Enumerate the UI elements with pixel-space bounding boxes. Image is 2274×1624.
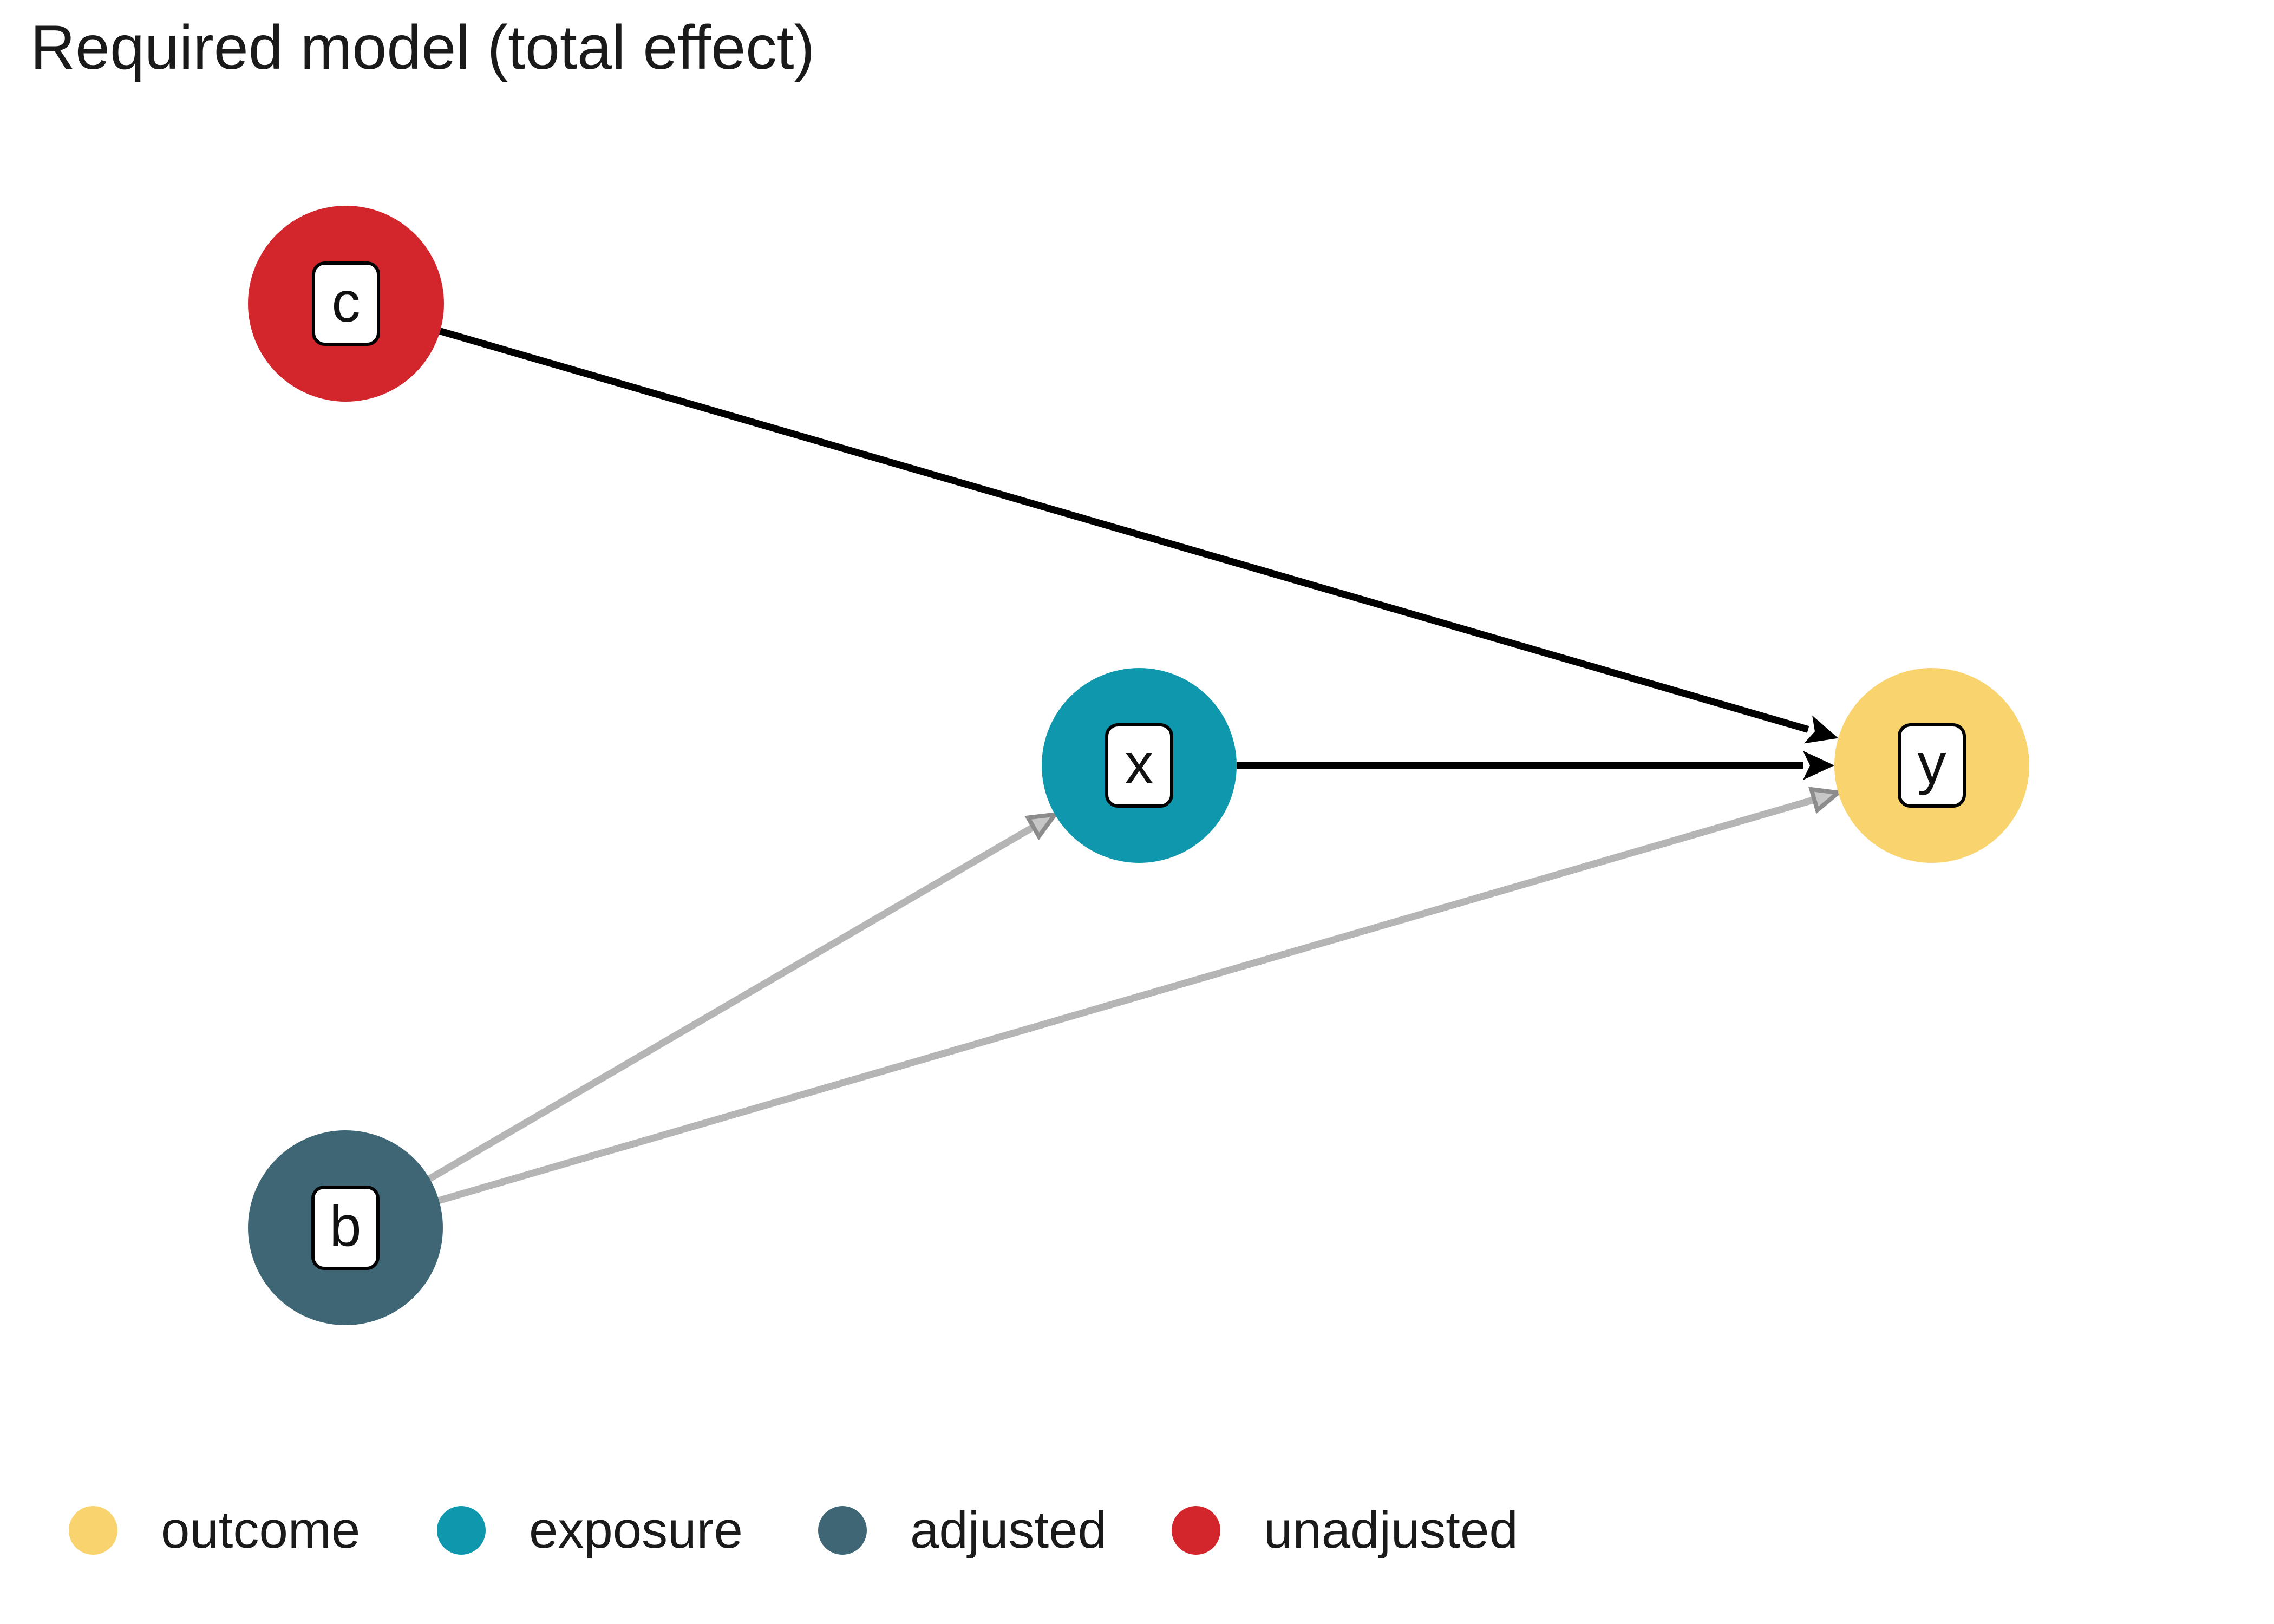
edge-b-to-x — [428, 828, 1033, 1182]
edge-c-to-y — [439, 328, 1839, 744]
node-label-x: x — [1105, 723, 1173, 808]
node-y: y — [1834, 668, 2029, 863]
node-label-c: c — [312, 261, 380, 346]
node-label-y: y — [1898, 723, 1966, 808]
edge-b-to-y — [437, 800, 1813, 1204]
node-c: c — [248, 206, 444, 402]
node-b: b — [248, 1130, 443, 1325]
page-title: Required model (total effect) — [30, 13, 815, 82]
node-x: x — [1042, 668, 1237, 863]
node-label-b: b — [311, 1186, 380, 1270]
